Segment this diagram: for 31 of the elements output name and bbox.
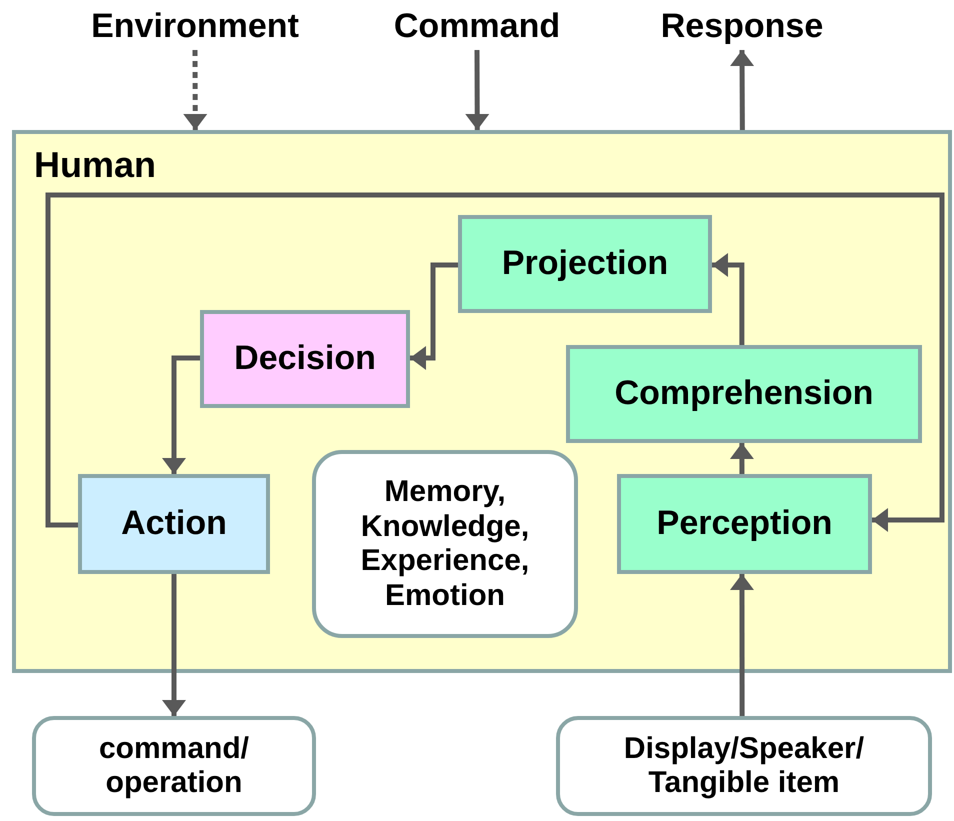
signal-label: Command — [372, 4, 582, 50]
signal-label: Response — [637, 4, 847, 50]
arrow — [465, 50, 490, 130]
group-heading: Human — [34, 144, 156, 186]
arrow — [712, 252, 744, 345]
arrow — [730, 443, 754, 474]
box-text: Action — [120, 504, 228, 544]
process-box — [458, 215, 712, 313]
box-text: Projection — [500, 244, 670, 284]
arrow — [730, 50, 754, 130]
arrow — [46, 192, 944, 532]
arrow — [183, 50, 208, 130]
decision-box — [200, 310, 410, 408]
device-box — [32, 716, 316, 816]
box-text: Display/Speaker/ Tangible item — [622, 732, 866, 800]
action-box — [78, 474, 270, 574]
box-text: command/ operation — [98, 732, 250, 800]
arrow — [162, 356, 200, 474]
device-box — [556, 716, 932, 816]
arrow — [730, 574, 754, 716]
box-text: Memory, Knowledge, Experience, Emotion — [360, 475, 530, 613]
process-box — [617, 474, 872, 574]
box-text: Perception — [656, 504, 834, 544]
process-box — [566, 345, 922, 443]
memory-box — [312, 450, 578, 638]
human-panel — [12, 130, 952, 673]
box-text: Comprehension — [614, 374, 874, 414]
arrow — [410, 262, 458, 370]
signal-label: Environment — [90, 4, 300, 50]
arrow — [162, 574, 186, 716]
box-text: Decision — [233, 339, 377, 379]
